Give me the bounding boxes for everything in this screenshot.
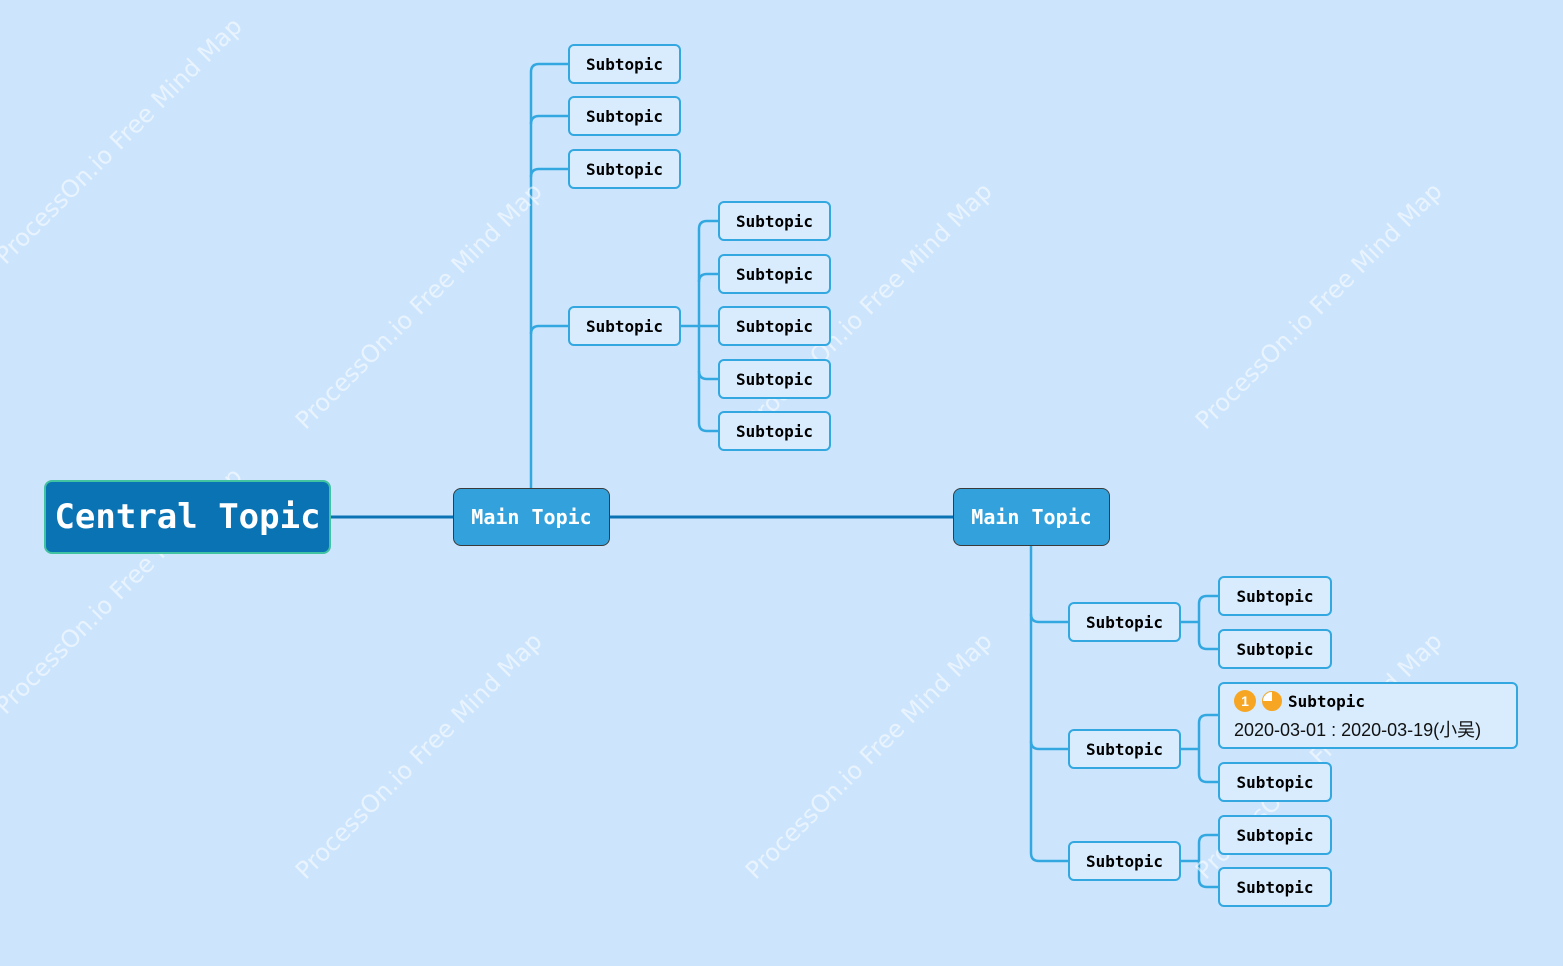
subtopic-node[interactable]: Subtopic bbox=[1218, 762, 1332, 802]
subtopic-node[interactable]: Subtopic bbox=[718, 201, 831, 241]
subtopic-node[interactable]: Subtopic bbox=[568, 44, 681, 84]
subtopic-node[interactable]: Subtopic bbox=[1218, 576, 1332, 616]
main-topic-1[interactable]: Main Topic bbox=[453, 488, 610, 546]
subtopic-node[interactable]: Subtopic bbox=[718, 359, 831, 399]
priority-1-icon: 1 bbox=[1234, 690, 1256, 712]
progress-75-icon bbox=[1262, 691, 1282, 711]
subtopic-node[interactable]: Subtopic bbox=[718, 411, 831, 451]
central-topic[interactable]: Central Topic bbox=[44, 480, 331, 554]
task-dates: 2020-03-01 : 2020-03-19(小吴) bbox=[1234, 720, 1482, 740]
subtopic-label: Subtopic bbox=[1288, 691, 1366, 711]
subtopic-node[interactable]: Subtopic bbox=[1068, 729, 1181, 769]
subtopic-node[interactable]: Subtopic bbox=[568, 96, 681, 136]
subtopic-node[interactable]: Subtopic bbox=[718, 306, 831, 346]
subtopic-node[interactable]: Subtopic bbox=[1218, 629, 1332, 669]
subtopic-node[interactable]: Subtopic bbox=[568, 149, 681, 189]
subtopic-node[interactable]: Subtopic bbox=[1218, 815, 1332, 855]
subtopic-node[interactable]: Subtopic bbox=[1068, 602, 1181, 642]
subtopic-node[interactable]: Subtopic bbox=[568, 306, 681, 346]
subtopic-node-with-task[interactable]: 1 Subtopic 2020-03-01 : 2020-03-19(小吴) bbox=[1218, 682, 1518, 749]
main-topic-2[interactable]: Main Topic bbox=[953, 488, 1110, 546]
subtopic-node[interactable]: Subtopic bbox=[718, 254, 831, 294]
subtopic-node[interactable]: Subtopic bbox=[1068, 841, 1181, 881]
subtopic-node[interactable]: Subtopic bbox=[1218, 867, 1332, 907]
